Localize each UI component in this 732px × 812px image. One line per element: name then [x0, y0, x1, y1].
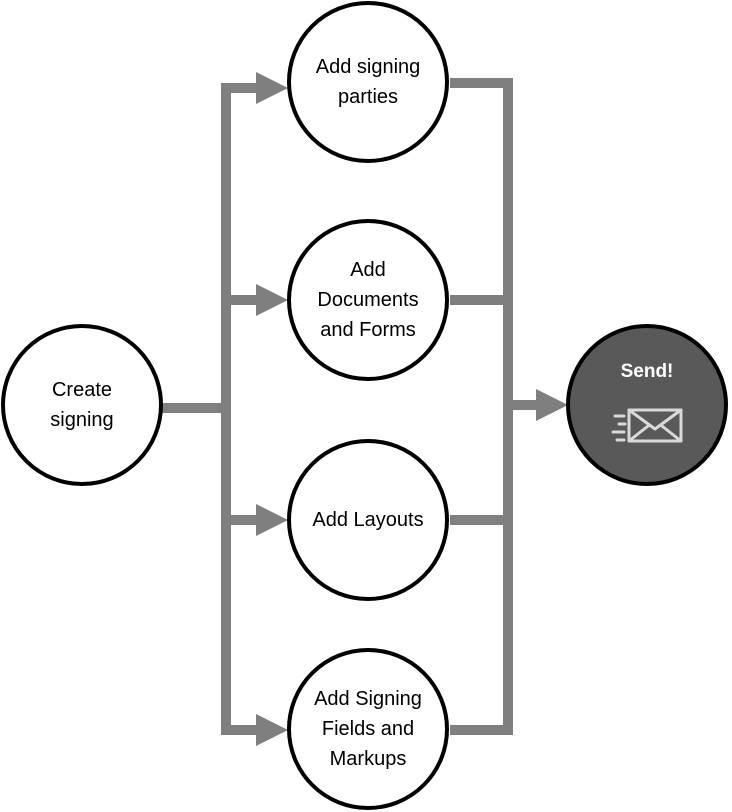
node-create-signing-label: Create signing: [50, 379, 114, 431]
merge-connectors: [450, 78, 568, 735]
node-add-signing-parties-circle: [287, 1, 449, 163]
node-send-label: Send!: [620, 361, 674, 382]
node-add-layouts-label: Add Layouts: [312, 509, 424, 531]
branch-connectors: [162, 72, 288, 746]
envelope-with-speed-lines-icon: [611, 408, 683, 443]
arrow-to-documents: [256, 284, 288, 316]
arrow-to-fields: [256, 714, 288, 746]
node-add-signing-parties-label: Add signing parties: [315, 56, 421, 108]
arrow-to-parties: [256, 72, 288, 104]
node-add-fields-label: Add Signing Fields and Markups: [314, 688, 422, 770]
node-add-fields-circle: [287, 648, 449, 810]
node-add-documents-label: Add Documents and Forms: [317, 259, 419, 341]
arrow-to-send: [536, 389, 568, 421]
node-add-documents-circle: [287, 219, 449, 381]
arrow-to-layouts: [256, 504, 288, 536]
node-send-circle: [566, 324, 728, 486]
node-add-layouts-circle: [287, 439, 449, 601]
node-create-signing-circle: [1, 324, 163, 486]
